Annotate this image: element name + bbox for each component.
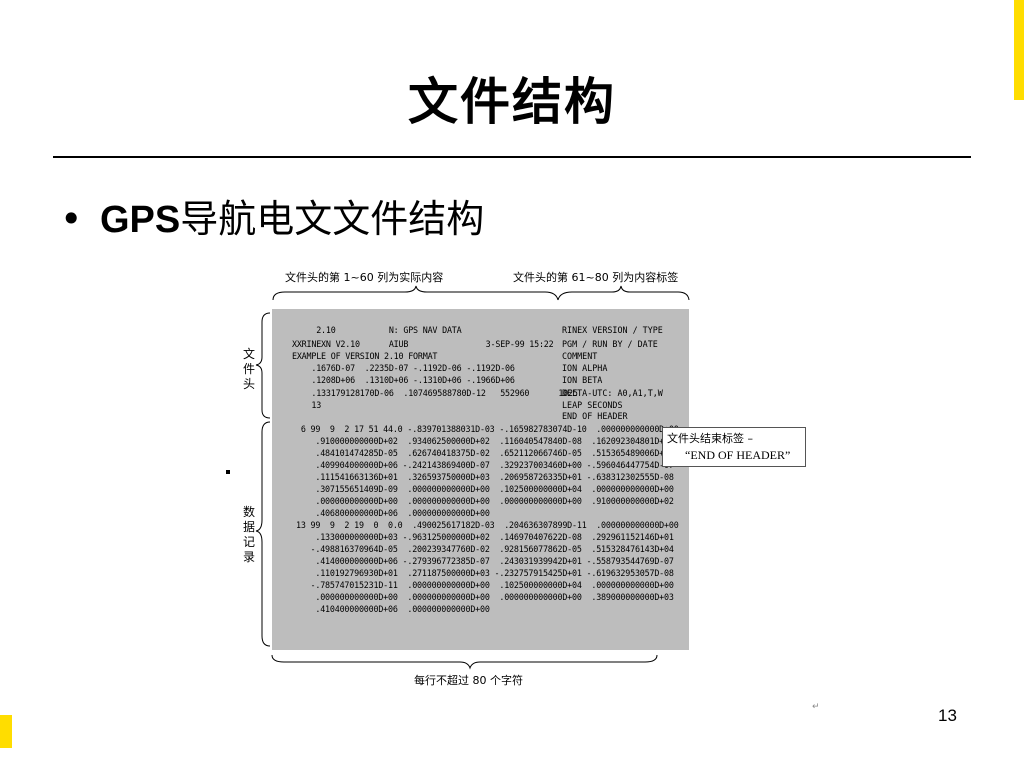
bottom-label: 每行不超过 80 个字符	[414, 674, 523, 687]
header-label: ION BETA	[562, 375, 603, 385]
top-label-right: 文件头的第 61~80 列为内容标签	[513, 271, 679, 284]
data-record-line: .133000000000D+03 -.963125000000D+02 .14…	[296, 532, 674, 542]
side-label-header: 文件头	[242, 347, 255, 391]
bullet-strong-text: GPS	[100, 199, 181, 241]
end-of-header-callout: 文件头结束标签 – “END OF HEADER”	[662, 427, 806, 467]
top-label-left: 文件头的第 1~60 列为实际内容	[285, 271, 444, 284]
header-label: RINEX VERSION / TYPE	[562, 325, 663, 335]
top-brace-right	[557, 285, 690, 301]
rinex-data-panel: 2.10 N: GPS NAV DATA XXRINEXN V2.10 AIUB…	[272, 309, 689, 650]
data-record-line: .406800000000D+06 .000000000000D+00	[296, 508, 490, 518]
callout-line2: “END OF HEADER”	[685, 448, 791, 462]
callout-line1: 文件头结束标签 –	[667, 432, 753, 445]
bullet-item: • GPS导航电文文件结构	[60, 188, 484, 243]
header-line: .1676D-07 .2235D-07 -.1192D-06 -.1192D-0…	[292, 363, 515, 373]
left-brace-records	[255, 421, 271, 647]
header-line: 2.10 N: GPS NAV DATA	[292, 325, 462, 335]
data-record-line: .484101474285D-05 .626740418375D-02 .652…	[296, 448, 674, 458]
header-label: PGM / RUN BY / DATE	[562, 339, 658, 349]
return-mark-icon: ↵	[812, 702, 820, 712]
data-record-line: .111541663136D+01 .326593750000D+03 .206…	[296, 472, 674, 482]
header-line: .1208D+06 .1310D+06 -.1310D+06 -.1966D+0…	[292, 375, 515, 385]
header-label: LEAP SECONDS	[562, 400, 623, 410]
stray-dot	[226, 470, 230, 474]
bottom-brace	[271, 654, 658, 670]
data-record-line: -.498816370964D-05 .200239347760D-02 .92…	[296, 544, 674, 554]
data-record-line: -.785747015231D-11 .000000000000D+00 .10…	[296, 580, 674, 590]
header-label: COMMENT	[562, 351, 598, 361]
accent-bar-top	[1014, 0, 1024, 100]
accent-bar-bottom	[0, 715, 12, 748]
data-record-line: .000000000000D+00 .000000000000D+00 .000…	[296, 496, 674, 506]
header-line: .133179128170D-06 .107469588780D-12 5529…	[292, 388, 578, 398]
header-label: DELTA-UTC: A0,A1,T,W	[562, 388, 663, 398]
side-label-records: 数据记录	[242, 505, 255, 564]
data-record-line: 6 99 9 2 17 51 44.0 -.839701388031D-03 -…	[296, 424, 679, 434]
left-brace-header	[255, 312, 271, 419]
data-record-line: .414000000000D+06 -.279396772385D-07 .24…	[296, 556, 674, 566]
data-record-line: .110192796930D+01 .271187500000D+03 -.23…	[296, 568, 674, 578]
header-label: END OF HEADER	[562, 411, 628, 421]
header-line: EXAMPLE OF VERSION 2.10 FORMAT	[292, 351, 438, 361]
top-brace-left	[272, 285, 559, 301]
bullet-text: 导航电文文件结构	[180, 197, 485, 241]
data-record-line: .307155651409D-09 .000000000000D+00 .102…	[296, 484, 674, 494]
data-record-line: .410400000000D+06 .000000000000D+00	[296, 604, 490, 614]
data-record-line: .409904000000D+06 -.242143869400D-07 .32…	[296, 460, 674, 470]
data-record-line: .910000000000D+02 .934062500000D+02 .116…	[296, 436, 674, 446]
header-label: ION ALPHA	[562, 363, 608, 373]
bullet-icon: •	[60, 197, 83, 241]
page-title: 文件结构	[408, 73, 616, 131]
header-line: XXRINEXN V2.10 AIUB 3-SEP-99 15:22	[292, 339, 554, 349]
data-record-line: .000000000000D+00 .000000000000D+00 .000…	[296, 592, 674, 602]
header-line: 13	[292, 400, 322, 410]
page-number: 13	[938, 706, 957, 725]
title-divider	[53, 156, 971, 158]
data-record-line: 13 99 9 2 19 0 0.0 .490025617182D-03 .20…	[296, 520, 679, 530]
